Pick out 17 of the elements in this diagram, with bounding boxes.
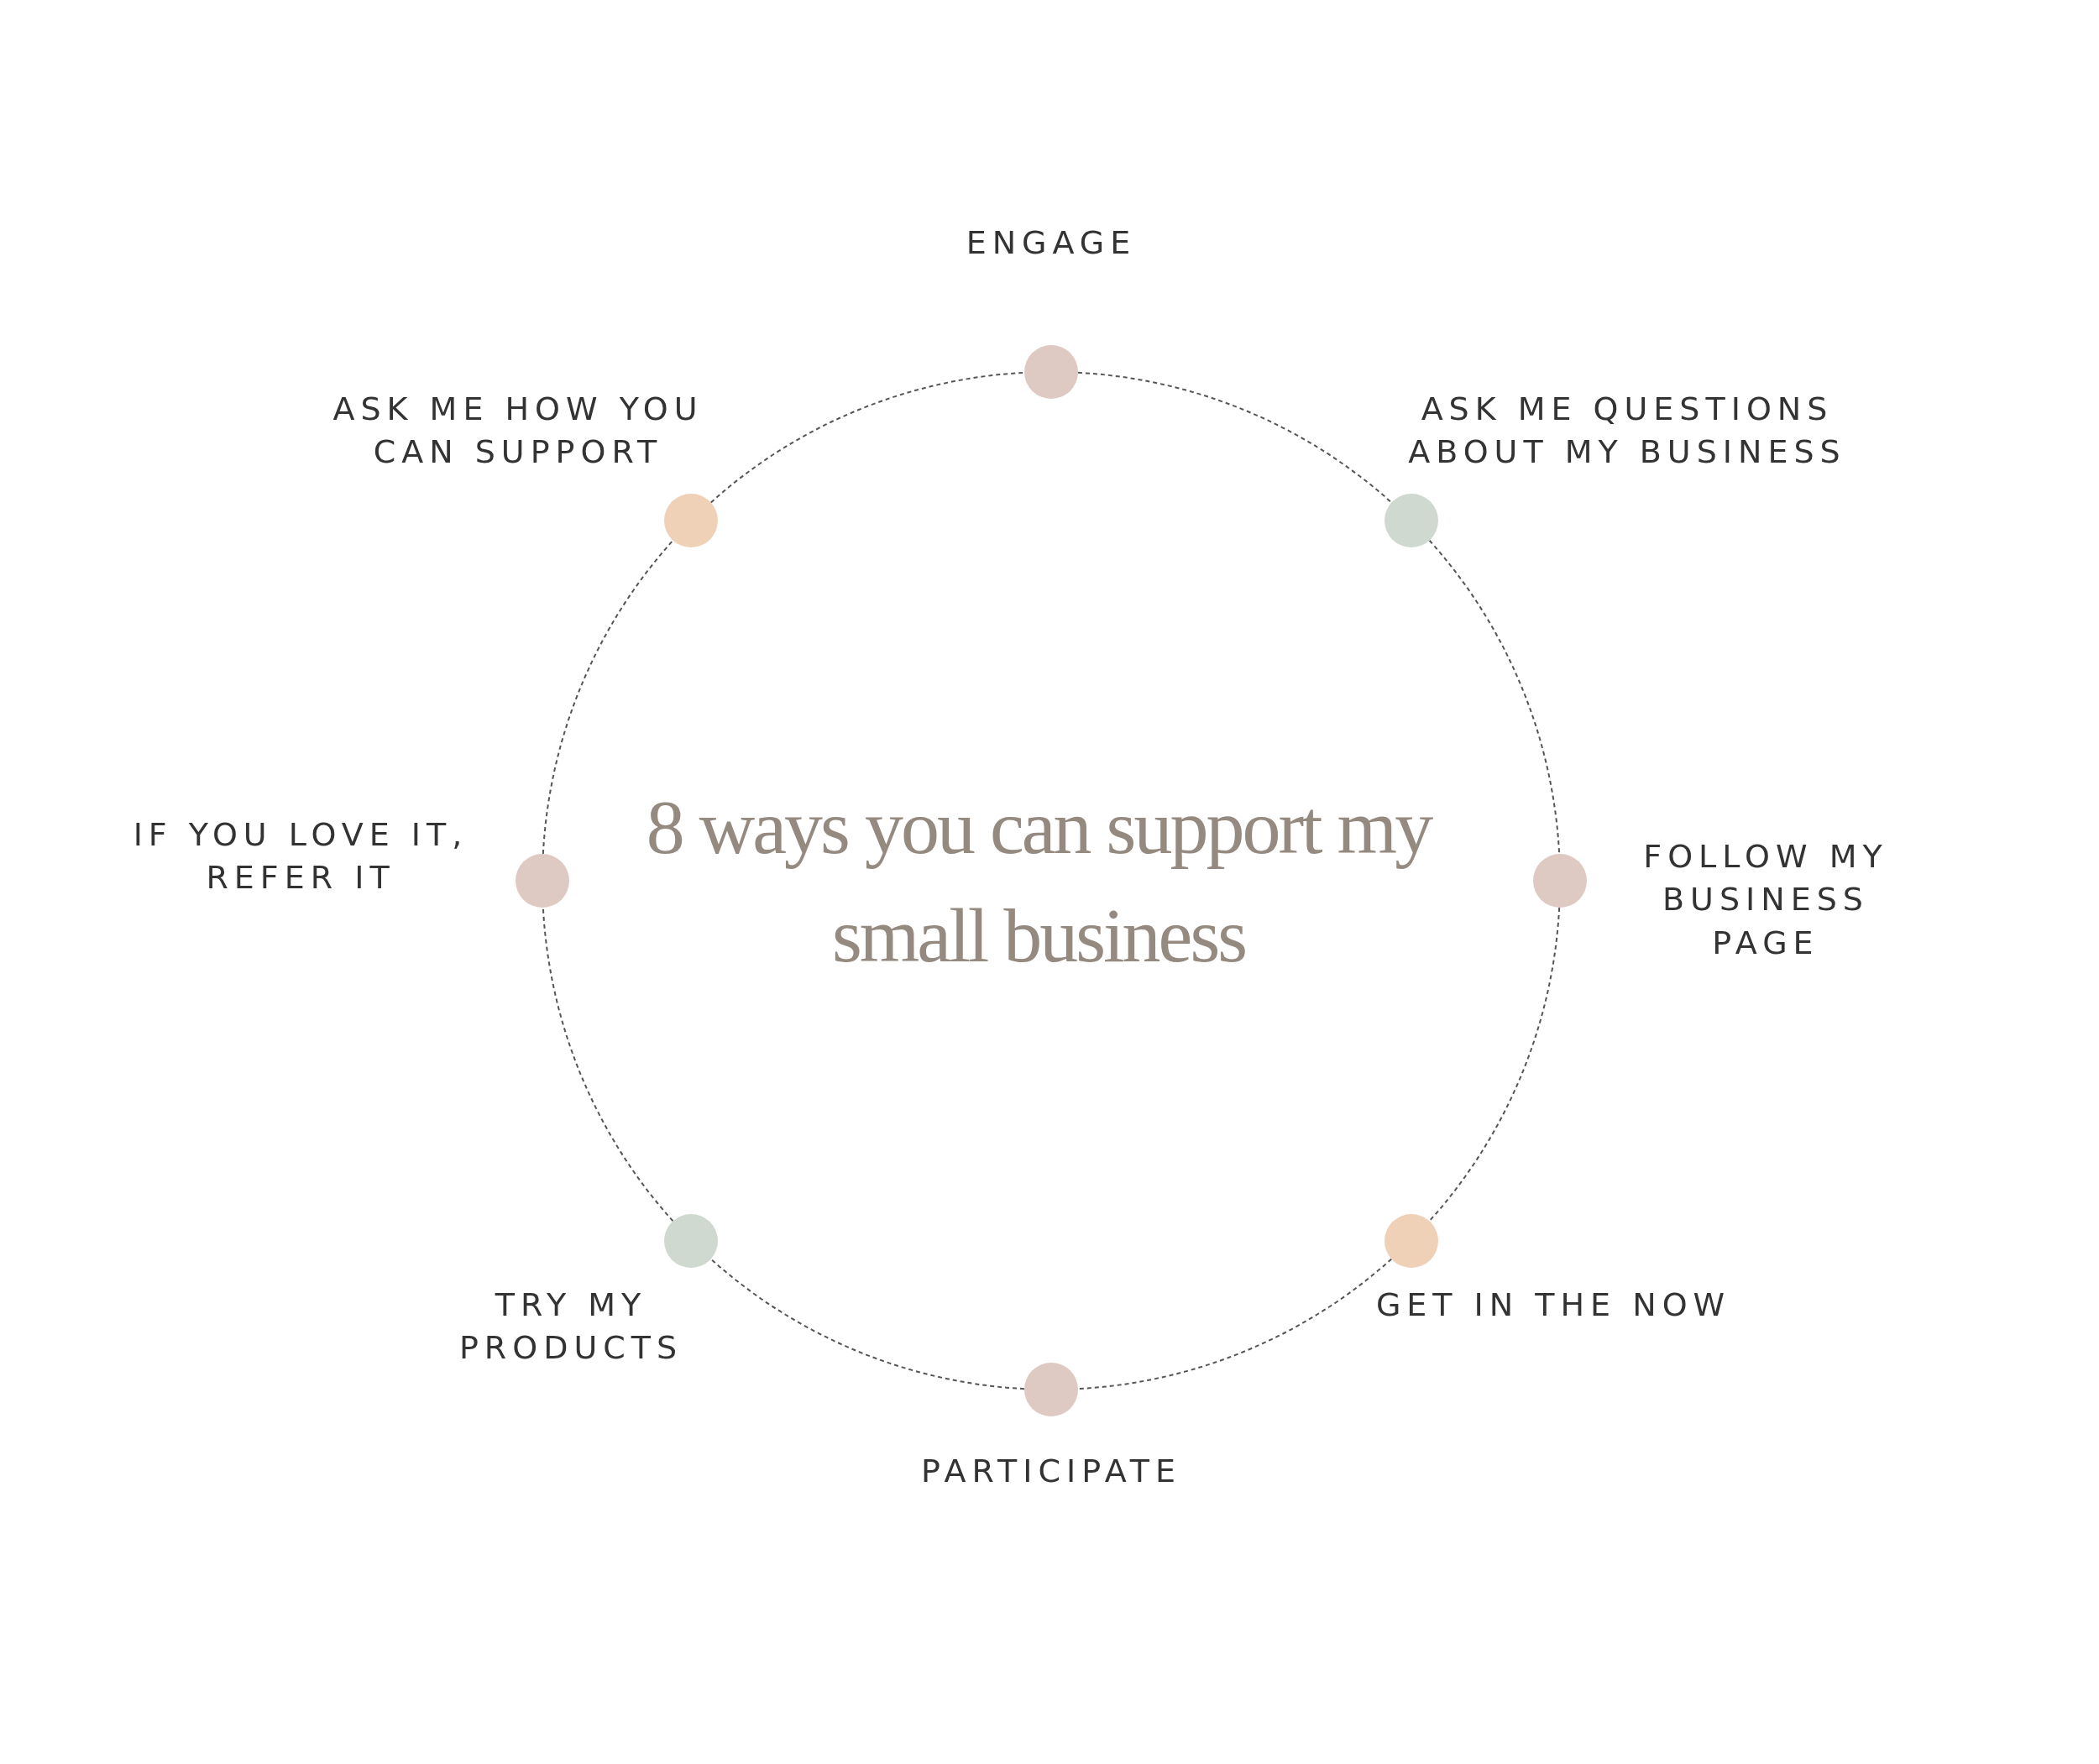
dashed-arc (542, 539, 674, 855)
dashed-arc (1077, 371, 1393, 504)
step-label: ASK ME HOW YOU CAN SUPPORT (332, 389, 704, 472)
dashed-arc (1428, 539, 1561, 855)
step-label: IF YOU LOVE IT, REFER IT (132, 814, 469, 898)
title: 8 ways you can support my small business (645, 783, 1432, 980)
step-label: ASK ME QUESTIONS ABOUT MY BUSINESS (1407, 389, 1847, 472)
step-label: GET IN THE NOW (1375, 1285, 1731, 1326)
step-label: TRY MY PRODUCTS (458, 1285, 684, 1368)
dashed-arc (1077, 1258, 1393, 1390)
step-label: FOLLOW MY BUSINESS PAGE (1642, 837, 1889, 963)
dashed-arc (709, 1258, 1025, 1390)
step-label: ENGAGE (966, 223, 1137, 264)
dashed-arc (709, 371, 1025, 504)
dashed-arc (1428, 907, 1561, 1222)
dashed-arc (542, 907, 674, 1222)
step-label: PARTICIPATE (921, 1452, 1181, 1492)
